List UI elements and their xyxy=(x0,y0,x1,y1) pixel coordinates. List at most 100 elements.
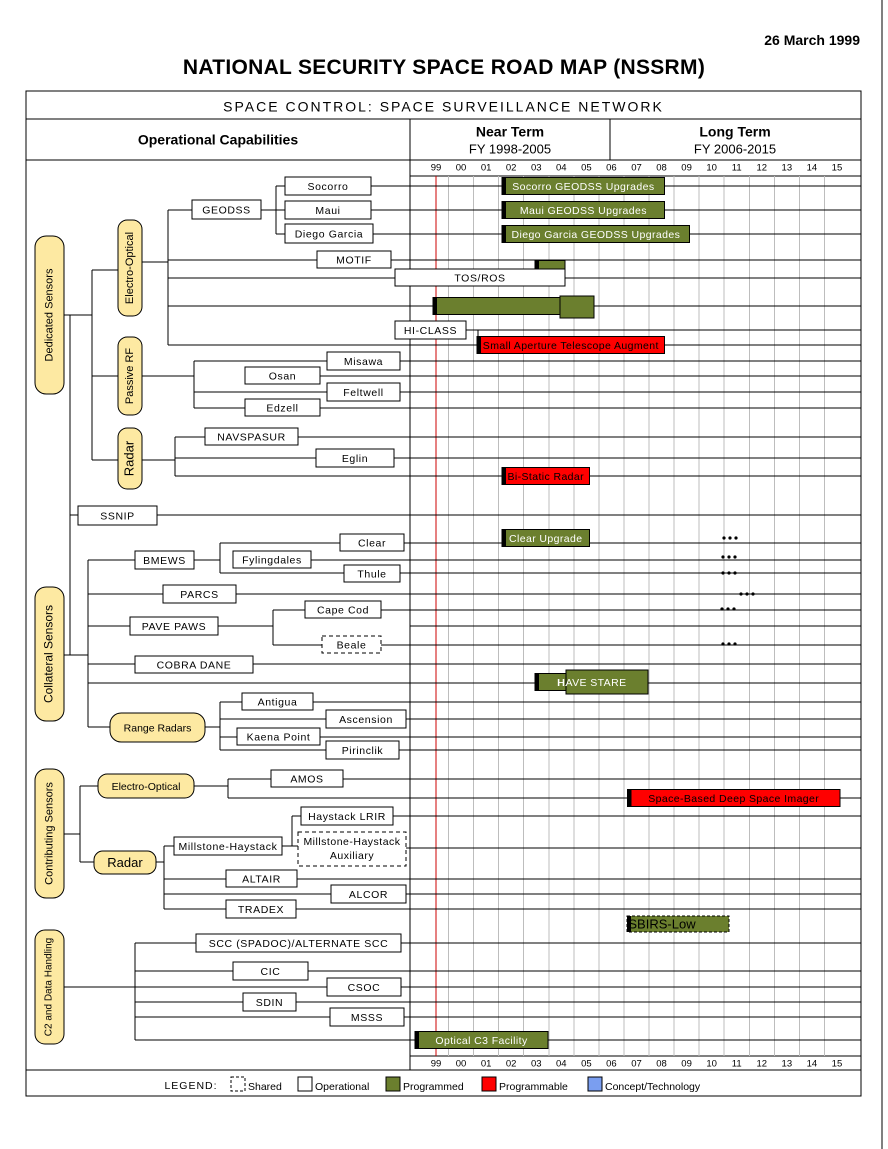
system-label: CSOC xyxy=(348,982,381,994)
system-box xyxy=(195,933,402,953)
system-box xyxy=(134,550,195,570)
system-box xyxy=(129,616,219,636)
category-pill xyxy=(34,586,65,722)
column-header: Near Term xyxy=(476,124,544,140)
system-label: Haystack LRIR xyxy=(308,811,386,823)
system-label: MOTIF xyxy=(336,254,372,266)
system-box xyxy=(330,884,407,904)
continuation-dot xyxy=(721,642,725,646)
legend-swatch-concept xyxy=(587,1076,603,1092)
continuation-dot xyxy=(739,592,743,596)
system-label: Thule xyxy=(357,568,386,580)
system-label: ALCOR xyxy=(349,889,388,901)
category-pill xyxy=(97,773,195,799)
system-box xyxy=(242,992,297,1012)
system-label: Fylingdales xyxy=(242,554,302,566)
legend-label: Shared xyxy=(248,1081,282,1093)
bar-start-marker xyxy=(535,673,539,691)
year-tick-label: 10 xyxy=(706,1059,717,1070)
year-tick-label: 11 xyxy=(732,163,742,174)
year-tick-label: 03 xyxy=(531,1059,542,1070)
legend-swatch-operational xyxy=(297,1076,313,1092)
year-tick-label: 99 xyxy=(431,163,442,174)
system-box xyxy=(236,727,321,746)
system-label: TOS/ROS xyxy=(454,272,505,284)
year-tick-label: 05 xyxy=(581,163,592,174)
system-label: SSNIP xyxy=(100,510,135,522)
bar-start-marker xyxy=(415,1031,419,1049)
system-box xyxy=(325,740,400,760)
system-label: SCC (SPADOC)/ALTERNATE SCC xyxy=(209,938,389,950)
system-box xyxy=(284,223,374,244)
bar-start-marker xyxy=(502,529,507,547)
bar-programmed-overlay xyxy=(559,295,595,319)
system-label: Maui xyxy=(315,205,340,217)
system-label: Millstone-Haystack xyxy=(303,836,400,848)
system-label: Ascension xyxy=(339,714,393,726)
bar-label: Small Aperture Telescope Augment xyxy=(483,340,659,352)
system-label: CIC xyxy=(261,966,281,978)
bar-label: Clear Upgrade xyxy=(509,533,583,545)
system-label: Antigua xyxy=(258,696,298,708)
system-box xyxy=(304,600,382,619)
category-label: Electro-Optical xyxy=(124,232,136,304)
system-label: Millstone-Haystack xyxy=(179,841,278,853)
category-label: C2 and Data Handling xyxy=(44,938,55,1036)
system-label: Eglin xyxy=(342,453,368,465)
year-tick-label: 14 xyxy=(807,1059,818,1070)
bar-start-marker xyxy=(502,177,507,195)
year-tick-label: 07 xyxy=(631,1059,642,1070)
category-pill xyxy=(117,219,143,317)
year-tick-label: 11 xyxy=(732,1059,742,1070)
year-tick-label: 07 xyxy=(631,163,642,174)
system-box xyxy=(339,533,405,552)
year-tick-label: 01 xyxy=(481,163,492,174)
system-label: Clear xyxy=(358,537,386,549)
year-tick-label: 02 xyxy=(506,1059,517,1070)
system-box xyxy=(77,505,158,526)
category-label: Radar xyxy=(107,855,143,870)
continuation-dot xyxy=(720,607,724,611)
year-tick-label: 03 xyxy=(531,163,542,174)
system-label: Misawa xyxy=(344,356,383,368)
system-label: BMEWS xyxy=(143,555,186,567)
bar-start-marker xyxy=(627,916,631,932)
continuation-dot xyxy=(751,592,755,596)
system-label: COBRA DANE xyxy=(157,659,232,671)
bar-label: Optical C3 Facility xyxy=(435,1035,528,1047)
system-box xyxy=(394,268,566,287)
panel-title: SPACE CONTROL: SPACE SURVEILLANCE NETWOR… xyxy=(223,99,664,115)
document-date: 26 March 1999 xyxy=(764,32,860,48)
system-box xyxy=(315,448,395,468)
year-tick-label: 04 xyxy=(556,163,567,174)
system-box xyxy=(325,709,407,729)
system-label: Feltwell xyxy=(343,387,383,399)
system-box xyxy=(244,398,321,417)
bar-label: SBIRS-Low xyxy=(628,916,696,931)
year-tick-label: 09 xyxy=(681,163,692,174)
continuation-dot xyxy=(732,607,736,611)
system-box xyxy=(134,655,254,674)
legend-swatch-shared xyxy=(230,1076,246,1092)
continuation-dot xyxy=(726,607,730,611)
category-label: Contributing Sensors xyxy=(43,782,55,885)
system-box xyxy=(321,635,382,654)
bar-start-marker xyxy=(502,201,507,219)
system-label: AMOS xyxy=(290,773,323,785)
system-box xyxy=(300,806,394,826)
system-label: SDIN xyxy=(256,997,284,1009)
column-header: Long Term xyxy=(699,124,770,140)
category-label: Collateral Sensors xyxy=(42,605,56,703)
category-pill xyxy=(117,427,143,490)
year-tick-label: 10 xyxy=(706,163,717,174)
bar-start-marker xyxy=(502,225,507,243)
bar-start-marker xyxy=(502,467,507,485)
system-box xyxy=(232,961,309,981)
year-tick-label: 15 xyxy=(832,163,843,174)
system-box xyxy=(270,769,344,788)
system-label: Kaena Point xyxy=(247,731,311,743)
continuation-dot xyxy=(733,642,737,646)
system-label: GEODSS xyxy=(202,204,251,216)
system-label: TRADEX xyxy=(238,904,284,916)
